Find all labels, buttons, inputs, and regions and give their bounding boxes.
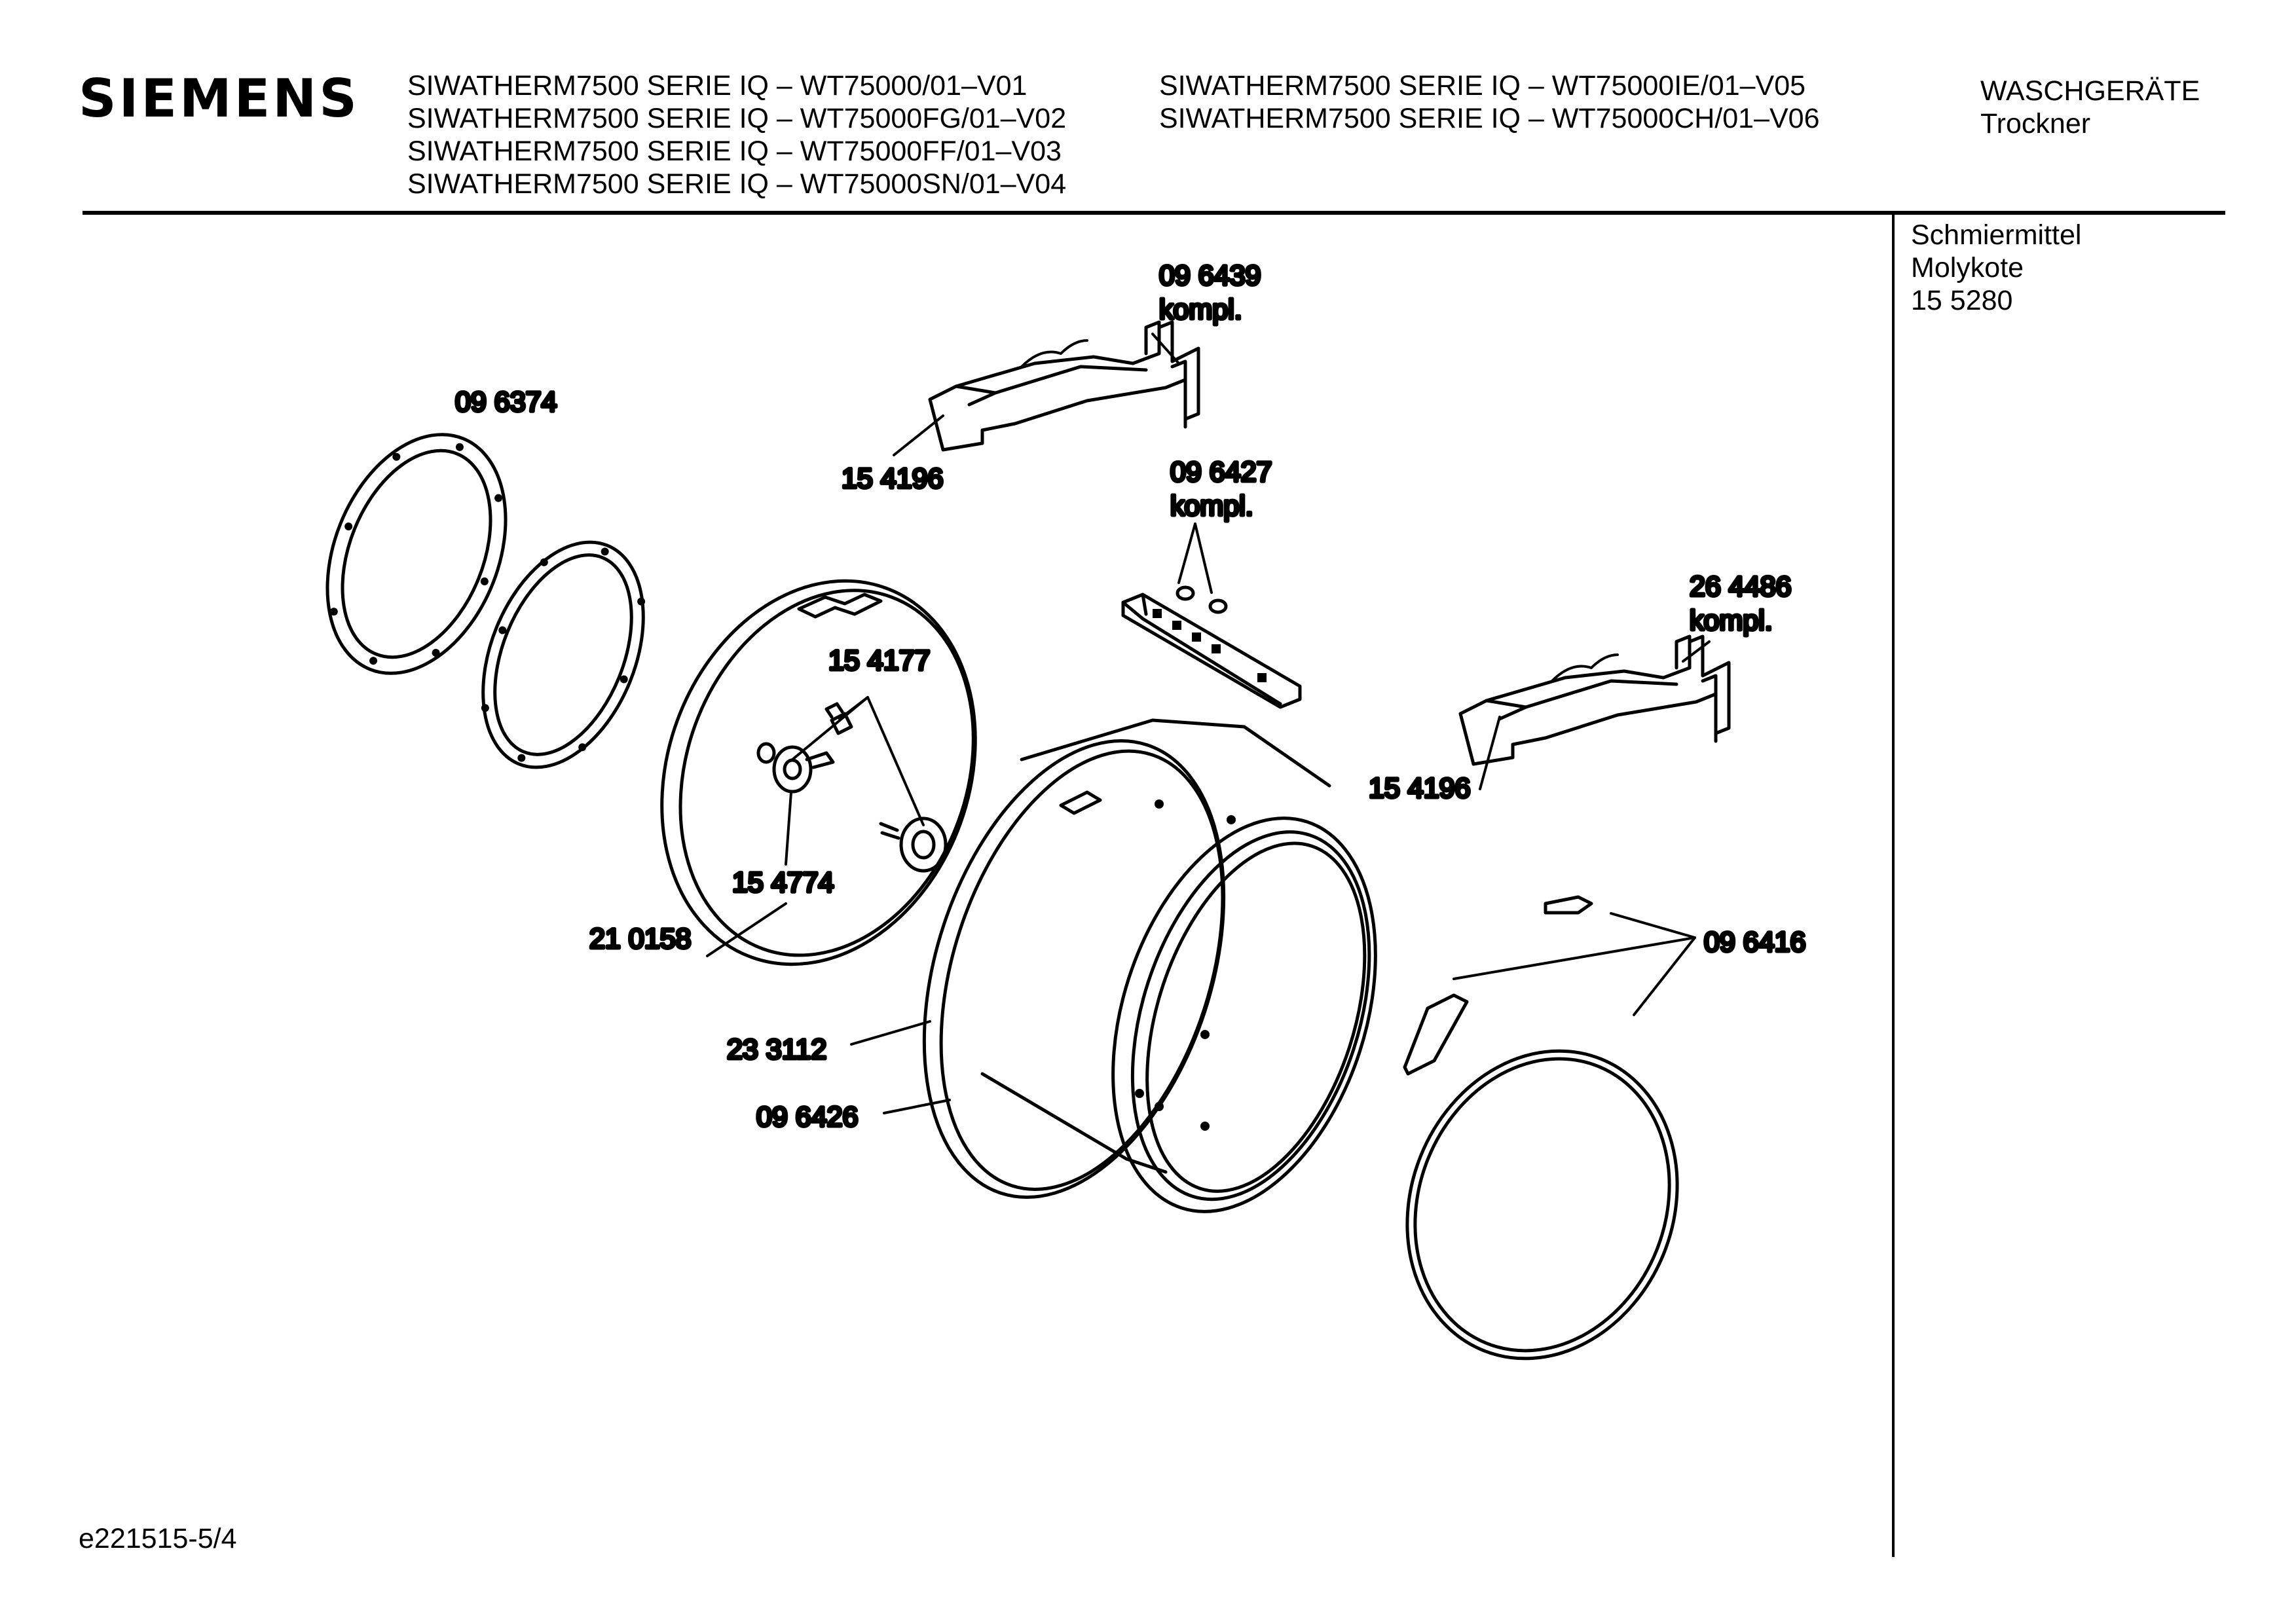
drum-assembly <box>922 718 1377 1213</box>
label-096426: 09 6426 <box>756 1101 858 1133</box>
bracket-264486 <box>1458 634 1731 766</box>
label-233112: 23 3112 <box>727 1034 826 1065</box>
document-reference: e221515-5/4 <box>79 1523 237 1554</box>
model-list-col1: SIWATHERM7500 SERIE IQ – WT75000/01–V01 … <box>407 69 1066 200</box>
siemens-logo: SIEMENS <box>79 68 360 129</box>
lubricant-name: Molykote <box>1911 252 2024 284</box>
model-line: SIWATHERM7500 SERIE IQ – WT75000CH/01–V0… <box>1159 103 1820 134</box>
label-096416: 09 6416 <box>1704 926 1805 958</box>
category-main: WASCHGERÄTE <box>1980 75 2200 107</box>
side-divider <box>1892 215 1895 1557</box>
bracket-096439 <box>928 320 1200 452</box>
label-096374: 09 6374 <box>455 386 557 418</box>
model-list-col2: SIWATHERM7500 SERIE IQ – WT75000IE/01–V0… <box>1159 69 1820 135</box>
model-line: SIWATHERM7500 SERIE IQ – WT75000SN/01–V0… <box>407 168 1067 200</box>
component-096427 <box>1121 585 1302 709</box>
lubricant-note: Schmiermittel Molykote 15 5280 <box>1911 219 2081 317</box>
model-line: SIWATHERM7500 SERIE IQ – WT75000FG/01–V0… <box>407 103 1067 134</box>
ring-096374 <box>325 433 508 675</box>
lubricant-title: Schmiermittel <box>1911 219 2082 251</box>
label-096427-kompl: kompl. <box>1170 490 1253 522</box>
ring-096416 <box>1403 895 1679 1361</box>
label-264486: 26 4486 <box>1690 571 1791 602</box>
label-154196-top: 15 4196 <box>842 463 943 494</box>
category-block: WASCHGERÄTE Trockner <box>1980 75 2200 140</box>
lubricant-number: 15 5280 <box>1911 285 2013 316</box>
model-line: SIWATHERM7500 SERIE IQ – WT75000IE/01–V0… <box>1159 70 1806 101</box>
label-154774: 15 4774 <box>732 867 834 898</box>
label-096427: 09 6427 <box>1170 456 1272 488</box>
category-sub: Trockner <box>1980 108 2091 139</box>
label-096439: 09 6439 <box>1159 260 1261 291</box>
leader-lines <box>706 333 1711 1114</box>
label-154177: 15 4177 <box>828 645 930 676</box>
label-154196-mid: 15 4196 <box>1369 773 1470 804</box>
label-264486-kompl: kompl. <box>1690 605 1773 636</box>
header-divider <box>83 211 2225 215</box>
model-line: SIWATHERM7500 SERIE IQ – WT75000/01–V01 <box>407 70 1028 101</box>
rear-panel-210158 <box>660 579 977 966</box>
model-line: SIWATHERM7500 SERIE IQ – WT75000FF/01–V0… <box>407 136 1062 167</box>
ring-seal <box>481 540 646 769</box>
label-096439-kompl: kompl. <box>1159 294 1242 325</box>
label-210158: 21 0158 <box>589 923 691 955</box>
